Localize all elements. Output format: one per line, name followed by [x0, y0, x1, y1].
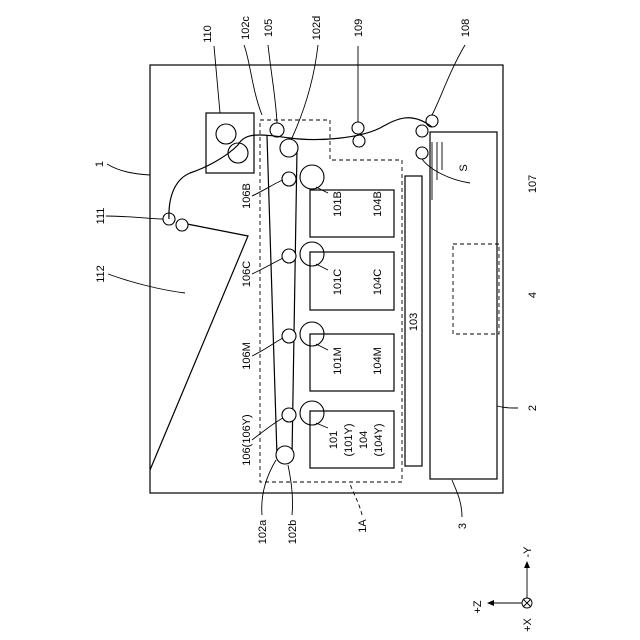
feed-roller-upper — [426, 115, 438, 127]
transfer-roller-106M — [282, 329, 296, 343]
label-105: 105 — [263, 19, 275, 37]
axis-label-y: -Y — [522, 546, 534, 558]
label-102b: 102b — [287, 520, 299, 544]
label-107: 107 — [527, 175, 539, 193]
sheet-path — [169, 118, 432, 219]
label-104Y: (104Y) — [373, 423, 385, 456]
label-109: 109 — [353, 19, 365, 37]
fixing-roller-lower — [228, 143, 248, 163]
label-102a: 102a — [257, 519, 269, 544]
transfer-roller-106Y — [282, 408, 296, 422]
label-103: 103 — [408, 313, 420, 331]
label-110: 110 — [202, 25, 214, 43]
label-108: 108 — [460, 19, 472, 37]
registration-roller-a — [352, 122, 364, 134]
feed-cassette — [430, 132, 497, 479]
label-102c: 102c — [240, 16, 252, 40]
label-1: 1 — [94, 161, 106, 167]
discharge-roller-b — [176, 219, 188, 231]
feed-roller-107 — [416, 147, 428, 159]
label-106C: 106C — [241, 261, 253, 287]
drum-101Y — [300, 401, 324, 425]
label-101B: 101B — [332, 191, 344, 217]
label-106Y: 106(106Y) — [241, 414, 253, 465]
fixing-roller-upper — [216, 124, 236, 144]
label-102d: 102d — [311, 16, 323, 40]
label-104M: 104M — [372, 347, 384, 375]
dashed-component-4 — [453, 244, 499, 334]
label-106B: 106B — [241, 183, 253, 209]
transfer-roller-106C — [282, 249, 296, 263]
label-4: 4 — [527, 292, 539, 298]
leader-lines — [106, 45, 518, 517]
label-2: 2 — [527, 405, 539, 411]
transfer-roller-106B — [282, 172, 296, 186]
axis-indicator — [487, 561, 532, 608]
apparatus-body — [150, 65, 503, 493]
belt-roller-102c — [270, 123, 284, 137]
label-104B: 104B — [372, 191, 384, 217]
feed-roller-108 — [416, 125, 428, 137]
label-112: 112 — [95, 265, 107, 283]
drum-101B — [300, 165, 324, 189]
label-S: S — [458, 164, 470, 171]
label-104: 104 — [358, 431, 370, 449]
drum-101C — [300, 242, 324, 266]
label-101Y: (101Y) — [343, 423, 355, 456]
registration-roller-b — [353, 135, 365, 147]
label-111: 111 — [95, 208, 107, 225]
belt-roller-102b — [276, 446, 294, 464]
belt-roller-102d — [280, 139, 298, 157]
axis-label-z: +Z — [472, 600, 484, 613]
label-101M: 101M — [332, 347, 344, 375]
label-104C: 104C — [372, 269, 384, 295]
axis-label-x: +X — [522, 617, 534, 631]
label-101C: 101C — [332, 269, 344, 295]
label-1A: 1A — [357, 519, 369, 533]
discharge-tray — [150, 223, 248, 470]
label-106M: 106M — [241, 342, 253, 370]
label-3: 3 — [457, 523, 469, 529]
label-101: 101 — [328, 431, 340, 449]
